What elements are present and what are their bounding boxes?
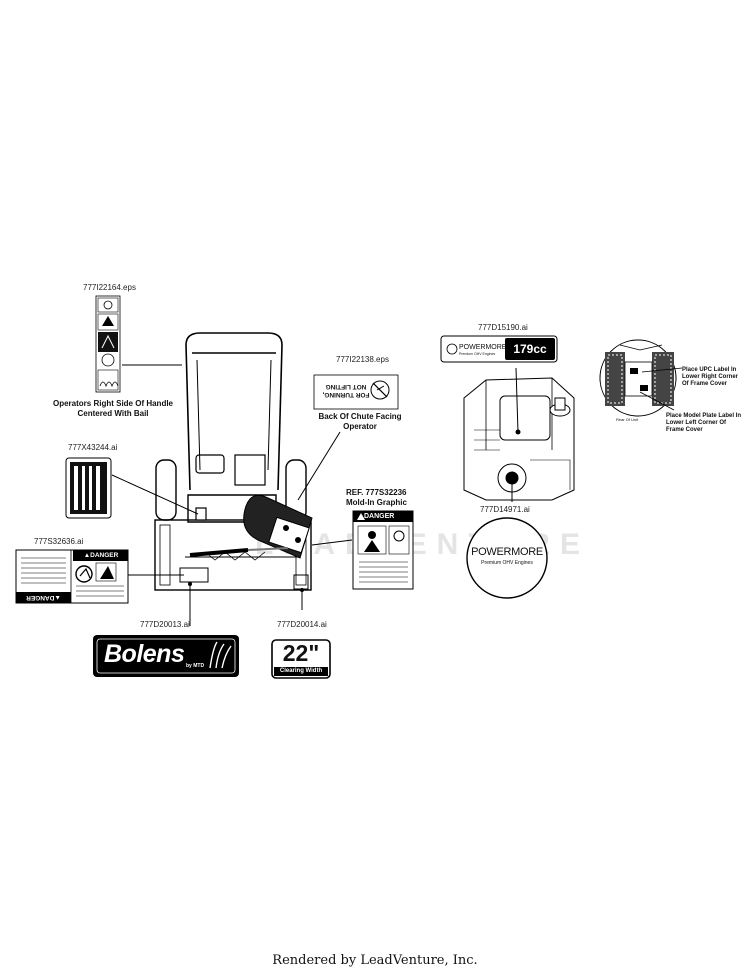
side-decal[interactable] xyxy=(65,457,112,519)
width-decal[interactable] xyxy=(271,639,331,679)
bolens-brand: Bolens xyxy=(104,640,185,668)
width-value: 22" xyxy=(282,640,320,666)
note-model-plate: Place Model Plate Label In Lower Left Co… xyxy=(666,413,742,433)
mold-in-danger-graphic[interactable] xyxy=(352,510,414,590)
label-engine-badge: 777D14971.ai xyxy=(480,505,530,514)
body-decal-spot xyxy=(195,507,207,521)
width-caption: Clearing Width xyxy=(279,668,323,674)
danger-decal-word-inverted: ▲DANGER xyxy=(26,594,61,601)
label-chute-decal: 777I22138.eps xyxy=(336,355,389,364)
chute[interactable] xyxy=(189,494,313,559)
frame-cover-detail xyxy=(599,339,677,417)
label-width-decal: 777D20014.ai xyxy=(277,620,327,629)
label-side-decal: 777X43244.ai xyxy=(68,443,118,452)
note-rear-of-unit: Rear Of Unit xyxy=(616,417,639,422)
engine-label-brand: POWERMORE xyxy=(459,344,507,351)
label-danger-decal: 777S32636.ai xyxy=(34,537,84,546)
chute-decal-text: FOR TURNING, NOT LIFTING xyxy=(322,383,370,398)
handle-decal[interactable] xyxy=(95,295,121,393)
engine-badge-brand: POWERMORE xyxy=(471,546,543,558)
engine-label-tagline: Premium OHV Engines xyxy=(459,352,496,356)
label-bolens-decal: 777D20013.ai xyxy=(140,620,190,629)
engine-badge-decal[interactable] xyxy=(466,517,548,599)
engine xyxy=(463,377,575,501)
note-handle: Operators Right Side Of Handle Centered … xyxy=(52,399,173,418)
note-chute: Back Of Chute Facing Operator xyxy=(318,412,402,431)
label-engine-decal: 777D15190.ai xyxy=(478,323,528,332)
mold-in-danger-word: DANGER xyxy=(364,513,395,520)
label-handle-decal: 777I22164.eps xyxy=(83,283,136,292)
engine-badge-tagline: Premium OHV Engines xyxy=(481,560,533,566)
note-upc: Place UPC Label In Lower Right Corner Of… xyxy=(682,367,739,387)
danger-decal-word: ▲DANGER xyxy=(83,552,119,559)
danger-decal[interactable] xyxy=(15,549,129,604)
engine-label-decal[interactable] xyxy=(440,335,558,363)
note-mold-in: REF. 777S32236 Mold-In Graphic xyxy=(346,488,407,507)
engine-cc: 179cc xyxy=(513,342,547,356)
chute-decal[interactable] xyxy=(313,374,399,410)
footer-credit: Rendered by LeadVenture, Inc. xyxy=(272,953,478,968)
bolens-sub: by MTD xyxy=(186,663,205,669)
bolens-decal[interactable] xyxy=(93,635,239,677)
